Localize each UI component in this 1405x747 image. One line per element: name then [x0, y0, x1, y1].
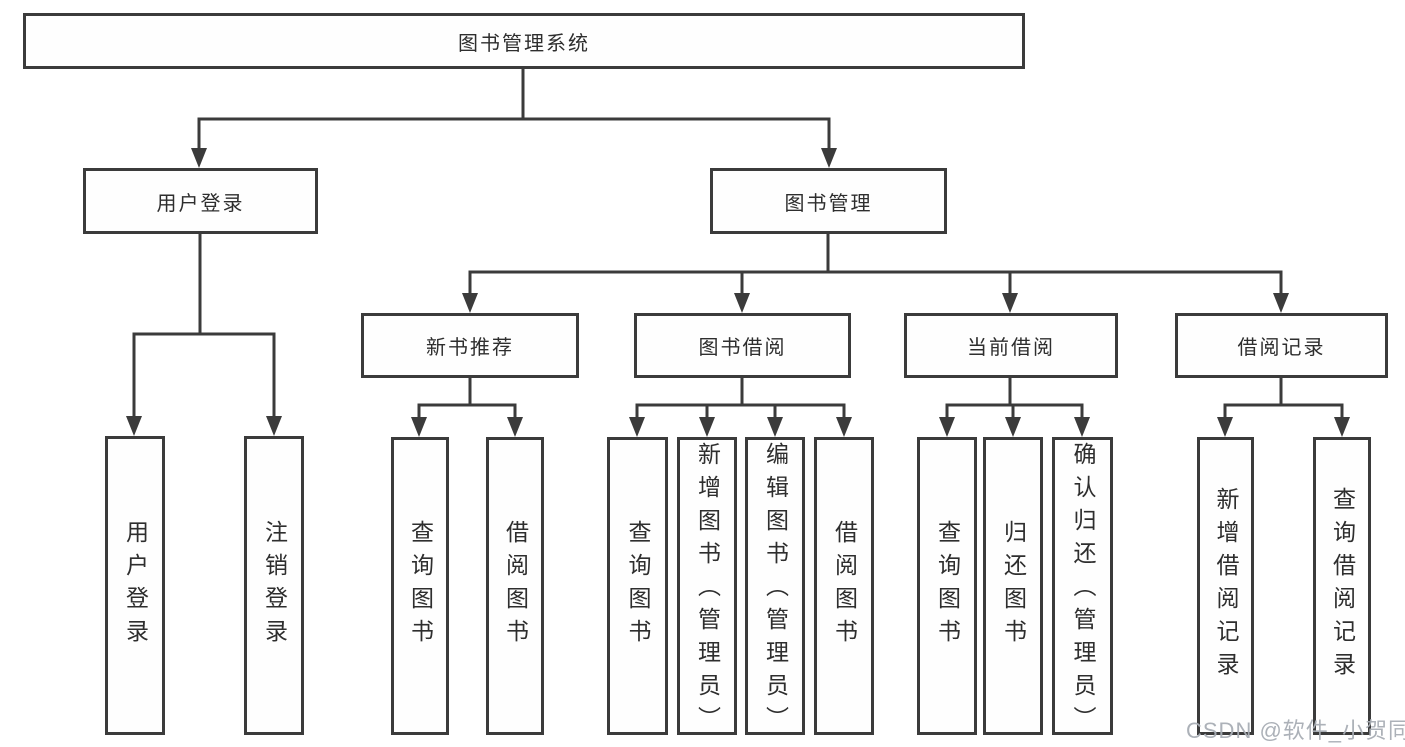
arrow-down-icon: [836, 417, 852, 437]
arrow-down-icon: [1217, 417, 1233, 437]
leaf-return-books: 归还图书: [983, 437, 1043, 735]
arrow-down-icon: [939, 417, 955, 437]
leaf-return-books-label: 归还图书: [1000, 520, 1027, 652]
node-book-management-branch: 图书管理: [710, 168, 947, 234]
node-root-system: 图书管理系统: [23, 13, 1025, 69]
arrow-down-icon: [411, 417, 427, 437]
connector-section1: [417, 378, 517, 419]
arrow-down-icon: [1334, 417, 1350, 437]
node-borrowing-records-label: 借阅记录: [1237, 337, 1326, 359]
arrow-down-icon: [507, 417, 523, 437]
connector-book-branch: [468, 234, 1283, 295]
leaf-query-books-1: 查询图书: [391, 437, 449, 735]
arrow-down-icon: [699, 417, 715, 437]
arrow-down-icon: [1005, 417, 1021, 437]
leaf-add-borrow-record: 新增借阅记录: [1197, 437, 1254, 735]
leaf-query-books-2: 查询图书: [607, 437, 668, 735]
leaf-query-books-2-label: 查询图书: [625, 520, 651, 652]
arrow-down-icon: [462, 293, 478, 313]
node-new-book-recommend-label: 新书推荐: [426, 337, 514, 359]
node-root-label: 图书管理系统: [458, 32, 590, 55]
arrowheads: [126, 148, 1350, 437]
arrow-down-icon: [767, 417, 783, 437]
arrow-down-icon: [1273, 293, 1289, 313]
leaf-query-books-3: 查询图书: [917, 437, 977, 735]
leaf-confirm-return-admin-label: 确认归还（管理员）: [1070, 442, 1096, 739]
leaf-user-login: 用户登录: [105, 436, 165, 735]
arrow-down-icon: [1002, 293, 1018, 313]
node-borrowing-records: 借阅记录: [1175, 313, 1388, 378]
leaf-query-books-1-label: 查询图书: [407, 520, 434, 652]
leaf-borrow-books-2-label: 借阅图书: [831, 520, 858, 652]
leaf-query-borrow-record: 查询借阅记录: [1313, 437, 1371, 735]
connector-section3: [945, 378, 1084, 419]
node-new-book-recommend: 新书推荐: [361, 313, 579, 378]
arrow-down-icon: [126, 416, 142, 436]
leaf-edit-books-admin-label: 编辑图书（管理员）: [762, 442, 789, 739]
arrow-down-icon: [266, 416, 282, 436]
leaf-add-borrow-record-label: 新增借阅记录: [1213, 487, 1239, 685]
leaf-borrow-books-1: 借阅图书: [486, 437, 544, 735]
leaf-user-login-label: 用户登录: [122, 519, 149, 652]
node-book-borrowing: 图书借阅: [634, 313, 851, 378]
leaf-logout-label: 注销登录: [261, 519, 288, 652]
csdn-watermark: CSDN @软件_小贺同学: [1186, 718, 1405, 743]
node-user-login-label: 用户登录: [156, 192, 245, 215]
leaf-query-borrow-record-label: 查询借阅记录: [1329, 487, 1356, 685]
connector-level2-branch: [197, 117, 831, 150]
arrow-down-icon: [734, 293, 750, 313]
leaf-confirm-return-admin: 确认归还（管理员）: [1052, 437, 1113, 739]
arrow-down-icon: [821, 148, 837, 168]
leaf-add-books-admin-label: 新增图书（管理员）: [694, 442, 721, 739]
leaf-add-books-admin: 新增图书（管理员）: [677, 437, 737, 739]
node-user-login-branch: 用户登录: [83, 168, 318, 234]
connector-section2: [635, 378, 846, 419]
arrow-down-icon: [629, 417, 645, 437]
leaf-query-books-3-label: 查询图书: [934, 520, 961, 652]
node-book-borrowing-label: 图书借阅: [698, 337, 787, 359]
node-current-borrowing: 当前借阅: [904, 313, 1118, 378]
node-book-management-label: 图书管理: [784, 192, 873, 215]
leaf-borrow-books-1-label: 借阅图书: [502, 520, 529, 652]
leaf-edit-books-admin: 编辑图书（管理员）: [745, 437, 805, 739]
leaf-borrow-books-2: 借阅图书: [814, 437, 874, 735]
arrow-down-icon: [1074, 417, 1090, 437]
arrow-down-icon: [191, 148, 207, 168]
node-current-borrowing-label: 当前借阅: [967, 337, 1055, 359]
leaf-logout: 注销登录: [244, 436, 304, 735]
connector-user-branch: [132, 234, 276, 418]
connector-section4: [1223, 378, 1344, 419]
